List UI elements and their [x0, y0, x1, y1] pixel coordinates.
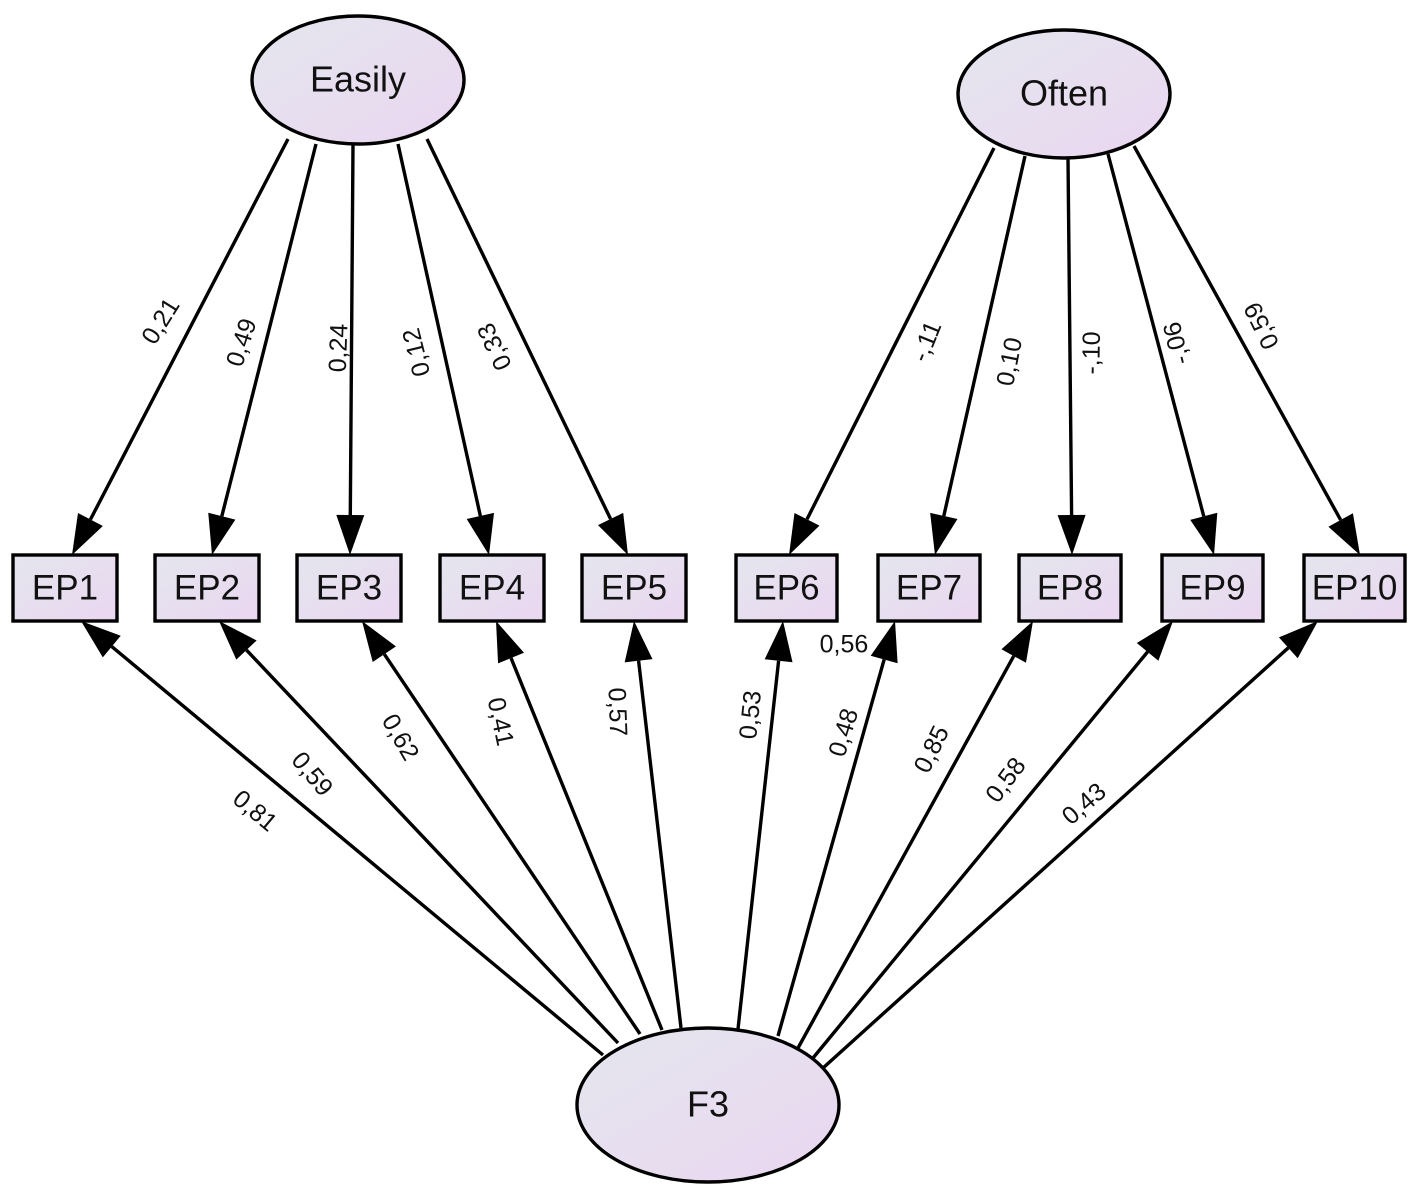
coef-easily-ep3: 0,24: [324, 323, 354, 373]
path-easily-ep1: [72, 138, 290, 555]
coef-often-ep7: 0,10: [991, 335, 1028, 388]
arrowhead-f3-ep2: [219, 621, 257, 660]
observed-box-ep4: [438, 553, 546, 623]
coef-f3-ep3: 0,62: [376, 709, 425, 765]
path-easily-ep5: [425, 138, 628, 555]
arrowhead-f3-ep7: [870, 621, 898, 664]
path-f3-ep6: [736, 621, 793, 1030]
path-f3-ep10: [821, 621, 1318, 1070]
path-often-ep6: [789, 147, 996, 555]
observed-label-ep4: EP4: [459, 568, 525, 607]
arrowhead-f3-ep6: [764, 621, 793, 663]
path-easily-ep3: [336, 144, 365, 555]
observed-box-ep9: [1160, 553, 1265, 623]
observed-box-ep6: [734, 553, 839, 623]
arrowhead-often-ep7: [930, 512, 958, 555]
coef-f3-ep5: 0,57: [603, 687, 633, 737]
path-easily-ep4: [396, 143, 495, 555]
arrowhead-f3-ep4: [496, 621, 525, 664]
observed-ep6: EP6: [734, 553, 839, 623]
coef-easily-ep4: 0,12: [397, 325, 436, 379]
observed-ep7: EP7: [876, 553, 982, 623]
arrowhead-easily-ep3: [336, 514, 365, 555]
observed-box-ep10: [1302, 553, 1407, 623]
observed-label-ep8: EP8: [1037, 568, 1103, 607]
observed-box-ep3: [295, 553, 403, 623]
observed-label-ep7: EP7: [896, 568, 962, 607]
coef-f3-ep10: 0,43: [1057, 777, 1112, 830]
coef-easily-ep5: 0,33: [472, 319, 518, 375]
path-f3-ep3: [362, 621, 642, 1035]
observed-ep2: EP2: [153, 553, 261, 623]
latent-often: Often: [956, 28, 1172, 160]
latent-easily: Easily: [250, 14, 466, 146]
observed-box-ep1: [11, 553, 119, 623]
path-f3-ep8: [796, 621, 1033, 1049]
coef-f3-ep8: 0,85: [908, 721, 955, 777]
observed-box-ep7: [876, 553, 982, 623]
arrowhead-f3-ep5: [624, 621, 653, 663]
arrowhead-easily-ep4: [466, 512, 495, 555]
coef-f3-ep1: 0,81: [227, 785, 282, 838]
coef-often-ep6: -,11: [906, 317, 947, 366]
path-often-ep8: [1057, 157, 1086, 555]
latent-ellipse-often: [956, 28, 1172, 160]
path-easily-ep2: [208, 143, 318, 555]
observed-ep8: EP8: [1017, 553, 1123, 623]
path-arrows: [72, 138, 1360, 1070]
arrowhead-f3-ep10: [1278, 621, 1318, 659]
latent-label-easily: Easily: [310, 59, 406, 100]
latent-ellipse-f3: [575, 1026, 841, 1184]
arrowhead-f3-ep9: [1136, 621, 1173, 661]
coef-easily-ep1: 0,21: [136, 293, 186, 349]
latent-label-often: Often: [1020, 73, 1108, 114]
observed-label-ep5: EP5: [601, 568, 667, 607]
observed-label-ep2: EP2: [174, 568, 240, 607]
coef-f3-ep4: 0,41: [482, 695, 520, 748]
observed-ep5: EP5: [580, 553, 688, 623]
arrowhead-often-ep10: [1328, 513, 1360, 555]
path-often-ep10: [1132, 145, 1360, 555]
coef-ep7-side: 0,56: [820, 631, 869, 659]
coef-easily-ep2: 0,49: [221, 315, 263, 370]
path-f3-ep1: [81, 621, 605, 1057]
path-f3-ep4: [496, 621, 664, 1031]
observed-ep9: EP9: [1160, 553, 1265, 623]
observed-label-ep10: EP10: [1312, 568, 1398, 607]
observed-ep1: EP1: [11, 553, 119, 623]
path-often-ep7: [930, 155, 1027, 555]
observed-label-ep1: EP1: [32, 568, 98, 607]
arrowhead-easily-ep5: [597, 512, 628, 555]
latent-ellipse-easily: [250, 14, 466, 146]
path-f3-ep9: [811, 621, 1173, 1060]
observed-box-ep2: [153, 553, 261, 623]
latent-label-f3: F3: [687, 1084, 729, 1125]
coef-f3-ep2: 0,59: [286, 746, 339, 801]
observed-label-ep9: EP9: [1179, 568, 1245, 607]
observed-ep3: EP3: [295, 553, 403, 623]
arrowhead-f3-ep3: [362, 621, 396, 663]
path-f3-ep2: [219, 621, 620, 1045]
arrowhead-easily-ep1: [72, 513, 103, 555]
observed-box-ep8: [1017, 553, 1123, 623]
path-often-ep9: [1106, 153, 1218, 555]
path-f3-ep7: [776, 621, 898, 1037]
arrowhead-easily-ep2: [208, 512, 236, 555]
arrowhead-often-ep8: [1057, 514, 1086, 555]
observed-label-ep3: EP3: [316, 568, 382, 607]
observed-label-ep6: EP6: [753, 568, 819, 607]
observed-ep10: EP10: [1302, 553, 1407, 623]
arrowhead-often-ep9: [1190, 512, 1218, 555]
arrowhead-often-ep6: [789, 512, 820, 555]
observed-box-ep5: [580, 553, 688, 623]
arrowhead-f3-ep1: [81, 621, 121, 658]
latent-f3: F3: [575, 1026, 841, 1184]
observed-ep4: EP4: [438, 553, 546, 623]
path-f3-ep5: [624, 621, 683, 1029]
arrowhead-f3-ep8: [1001, 621, 1033, 663]
coef-f3-ep6: 0,53: [734, 689, 767, 740]
coef-often-ep8: -,10: [1077, 331, 1106, 375]
